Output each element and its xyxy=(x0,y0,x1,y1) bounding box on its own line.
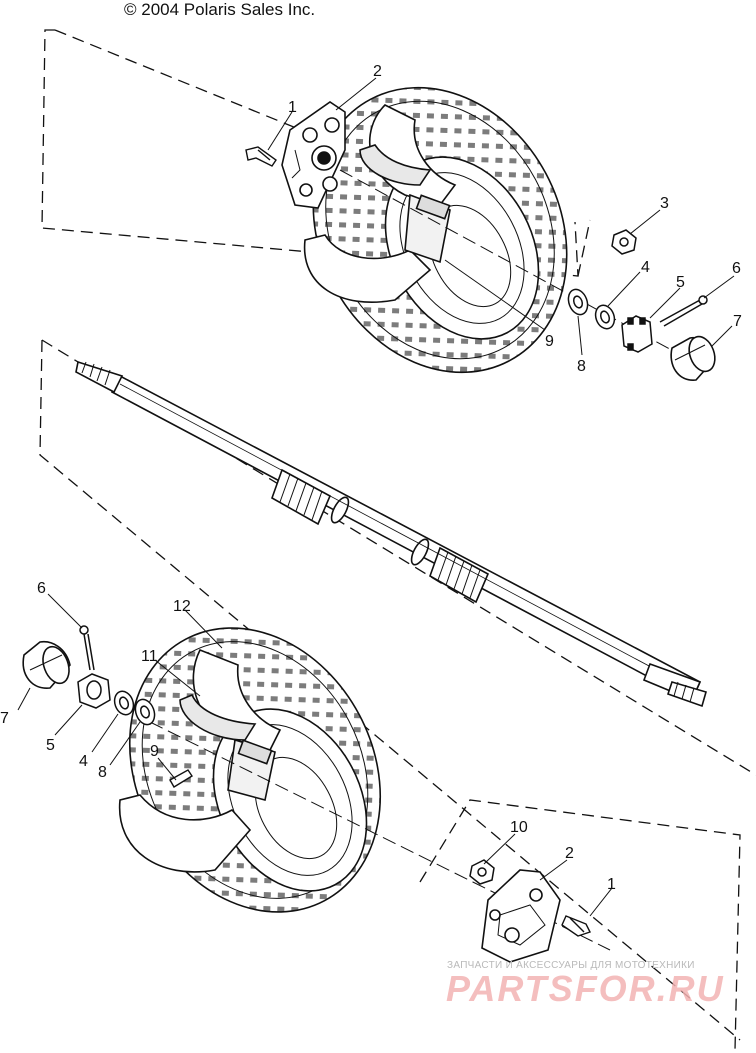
bottom-spacer xyxy=(113,690,135,716)
top-cap xyxy=(670,335,716,381)
callout-bottom-nut: 10 xyxy=(510,819,528,836)
callout-bottom-cap: 7 xyxy=(0,710,9,727)
bottom-rim xyxy=(118,648,282,873)
callout-top-cap: 7 xyxy=(733,313,742,330)
callout-bottom-castle-nut: 5 xyxy=(46,737,55,754)
callout-top-cotter-pin: 6 xyxy=(732,260,741,277)
bottom-hub-bolt xyxy=(561,915,591,937)
callout-bottom-hub: 2 xyxy=(565,845,574,862)
callout-bottom-rim: 11 xyxy=(141,648,158,665)
watermark-tagline: ЗАПЧАСТИ И АКСЕССУАРЫ ДЛЯ МОТОТЕХНИКИ xyxy=(447,960,695,971)
callout-top-valve-stem: 9 xyxy=(545,333,554,350)
bottom-castle-nut xyxy=(77,673,111,709)
bottom-washer xyxy=(134,698,156,726)
top-hub xyxy=(281,101,346,209)
callouts: 1 2 3 4 5 6 7 8 9 6 7 5 4 8 9 10 11 12 2… xyxy=(0,63,742,893)
callout-top-hub-bolt: 1 xyxy=(288,99,297,116)
top-washer xyxy=(567,288,589,316)
top-cotter-pin xyxy=(659,295,708,327)
callout-top-nut: 3 xyxy=(660,195,669,212)
callout-top-washer: 8 xyxy=(577,358,586,375)
leader-lines xyxy=(17,77,735,917)
bottom-hub xyxy=(481,869,561,963)
bottom-valve-stem xyxy=(169,769,193,788)
top-spacer xyxy=(594,304,616,330)
callout-bottom-valve-stem: 9 xyxy=(150,743,159,760)
callout-top-hub: 2 xyxy=(373,63,382,80)
top-nut xyxy=(611,229,637,255)
bottom-assembly-outline xyxy=(419,799,741,1051)
callout-top-spacer: 4 xyxy=(641,259,650,276)
bottom-nut xyxy=(469,859,495,885)
callout-top-castle-nut: 5 xyxy=(676,274,685,291)
copyright-text: © 2004 Polaris Sales Inc. xyxy=(124,0,316,19)
callout-bottom-cotter-pin: 6 xyxy=(37,580,46,597)
callout-bottom-spacer: 4 xyxy=(79,753,88,770)
rear-axle xyxy=(75,360,707,708)
callout-bottom-tire: 12 xyxy=(173,598,191,615)
bottom-cotter-pin xyxy=(79,625,95,671)
callout-bottom-hub-bolt: 1 xyxy=(607,876,616,893)
bottom-cap xyxy=(22,640,71,689)
top-castle-nut xyxy=(621,315,653,353)
watermark-logo: PARTSFOR.RU xyxy=(446,968,725,1009)
top-hub-bolt xyxy=(245,146,277,167)
callout-bottom-washer: 8 xyxy=(98,764,107,781)
